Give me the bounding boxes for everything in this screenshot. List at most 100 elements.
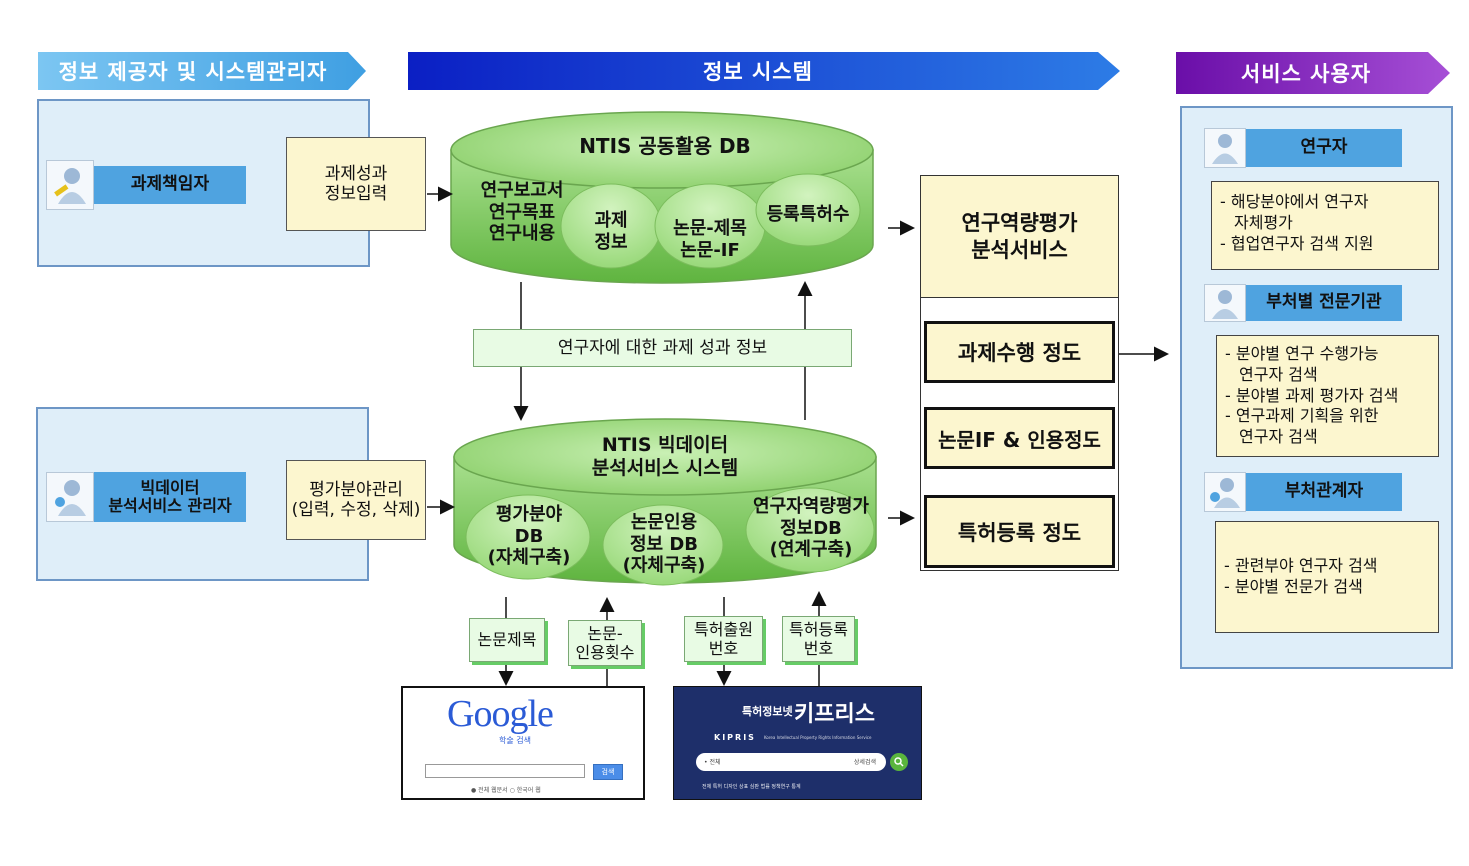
actor-bigdata-manager-label: 빅데이터 분석서비스 관리자 bbox=[94, 472, 246, 522]
center-header-label: 정보 시스템 bbox=[703, 60, 813, 84]
link-paper-citations-l1: 논문- bbox=[587, 623, 623, 643]
google-option-1[interactable]: ● 전체 웹문서 bbox=[471, 787, 508, 794]
link-patent-registration: 특허등록 번호 bbox=[782, 616, 855, 662]
person-manager-icon bbox=[46, 472, 94, 522]
db-bottom-item-competency-l1: 연구자역량평가 bbox=[753, 496, 869, 517]
person-pen-icon bbox=[46, 160, 94, 210]
kipris-brand: KIPRIS bbox=[714, 733, 756, 742]
right-header-label: 서비스 사용자 bbox=[1240, 62, 1372, 86]
db-top-item-project-l2: 정보 bbox=[594, 231, 628, 253]
kipris-link[interactable]: 특허 bbox=[712, 784, 722, 790]
kipris-link[interactable]: 상표 bbox=[739, 784, 749, 790]
kipris-link[interactable]: 법률 bbox=[760, 784, 770, 790]
user-agency: 부처별 전문기관 bbox=[1204, 284, 1402, 322]
google-logo: Google bbox=[447, 693, 554, 735]
db-top-item-project: 과제 정보 bbox=[571, 210, 651, 253]
db-bottom-item-competency-l3: (연계구축) bbox=[769, 539, 853, 561]
kipris-search-input[interactable]: • 전체 상세검색 bbox=[696, 753, 886, 771]
note1-line1: 과제성과 bbox=[324, 163, 388, 184]
kipris-link[interactable]: 전체 bbox=[702, 784, 712, 790]
link-paper-citations-l2: 인용횟수 bbox=[575, 643, 635, 662]
ntis-shared-db-cylinder bbox=[450, 111, 874, 284]
kipris-link[interactable]: 통계 bbox=[791, 784, 801, 790]
input-note-evaluation-field: 평가분야관리 (입력, 수정, 삭제) bbox=[286, 460, 426, 540]
kipris-screenshot: 특허정보넷 키프리스 KIPRIS Korea Intellectual Pro… bbox=[673, 686, 922, 800]
center-header-banner bbox=[408, 52, 1120, 90]
kipris-link[interactable]: 심판 bbox=[749, 784, 759, 790]
kipris-top-text: 특허정보넷 bbox=[742, 705, 793, 718]
service-title-l1: 연구역량평가 bbox=[961, 211, 1078, 236]
db-top-item-papers-l2: 논문-IF bbox=[680, 239, 740, 261]
kipris-link[interactable]: 디자인 bbox=[723, 784, 738, 790]
db-top-item-reports-l3: 연구내용 bbox=[488, 223, 556, 245]
db-bottom-item-competency: 연구자역량평가 정보DB (연계구축) bbox=[740, 496, 882, 561]
kipris-link[interactable]: 정책연구 bbox=[771, 784, 790, 790]
note2-line2: (입력, 수정, 삭제) bbox=[291, 500, 421, 520]
kipris-search-icon[interactable] bbox=[890, 753, 908, 771]
user-researcher-label: 연구자 bbox=[1246, 129, 1402, 167]
db-bottom-item-eval-l2: DB bbox=[514, 525, 544, 547]
user-agency-tasks: - 분야별 연구 수행가능 연구자 검색 - 분야별 과제 평가자 검색 - 연… bbox=[1216, 335, 1439, 457]
link-paper-title: 논문제목 bbox=[469, 618, 545, 662]
link-patent-registration-l2: 번호 bbox=[803, 639, 834, 658]
db-top-item-reports-l2: 연구목표 bbox=[488, 201, 556, 223]
db-top-item-project-l1: 과제 bbox=[594, 210, 628, 231]
agency-task-line: - 연구과제 기획을 위한 bbox=[1225, 406, 1379, 426]
google-search-button[interactable]: 검색 bbox=[593, 764, 623, 780]
google-options: ● 전체 웹문서 ○ 한국어 웹 bbox=[471, 785, 541, 794]
user-ministry-official: 부처관계자 bbox=[1204, 472, 1402, 512]
input-note-project-results: 과제성과 정보입력 bbox=[286, 137, 426, 231]
right-header-banner bbox=[1176, 52, 1450, 94]
researcher-project-info-label: 연구자에 대한 과제 성과 정보 bbox=[473, 329, 852, 367]
manager-line1: 빅데이터 bbox=[140, 477, 200, 497]
db-bottom-title-l2: 분석서비스 시스템 bbox=[591, 456, 739, 479]
actor-project-leader: 과제책임자 bbox=[46, 160, 246, 210]
db-bottom-item-eval-l1: 평가분야 bbox=[495, 504, 563, 525]
db-bottom-item-citation-l3: (자체구축) bbox=[622, 555, 706, 577]
db-top-item-reports: 연구보고서 연구목표 연구내용 bbox=[466, 180, 578, 245]
link-patent-registration-l1: 특허등록 bbox=[789, 619, 848, 639]
kipris-search-hint: 상세검색 bbox=[853, 759, 876, 766]
researcher-task-line: - 해당분야에서 연구자 bbox=[1220, 192, 1369, 211]
db-bottom-title: NTIS 빅데이터 분석서비스 시스템 bbox=[545, 434, 785, 480]
agency-task-line: - 분야별 과제 평가자 검색 bbox=[1225, 385, 1399, 405]
google-scholar-screenshot: Google 학술 검색 검색 ● 전체 웹문서 ○ 한국어 웹 bbox=[401, 686, 645, 800]
google-search-input[interactable] bbox=[425, 764, 585, 778]
google-scholar-sub: 학술 검색 bbox=[499, 736, 531, 745]
db-bottom-item-citation-l1: 논문인용 bbox=[630, 512, 698, 533]
link-patent-application-l2: 번호 bbox=[708, 639, 739, 658]
db-bottom-title-l1: NTIS 빅데이터 bbox=[601, 434, 729, 456]
user-agency-label: 부처별 전문기관 bbox=[1246, 285, 1402, 321]
link-patent-application-l1: 특허출원 bbox=[694, 619, 753, 639]
service-item-paper: 논문IF & 인용정도 bbox=[924, 407, 1115, 469]
db-top-item-patents: 등록특허수 bbox=[766, 204, 850, 225]
actor-project-leader-label: 과제책임자 bbox=[94, 166, 246, 204]
agency-task-line: - 분야별 연구 수행가능 bbox=[1225, 344, 1379, 363]
link-paper-citations: 논문- 인용횟수 bbox=[568, 620, 642, 666]
db-bottom-item-citation: 논문인용 정보 DB (자체구축) bbox=[605, 512, 723, 577]
kipris-links: 전체 특허 디자인 상표 심판 법률 정책연구 통계 bbox=[702, 783, 801, 790]
db-top-item-papers: 논문-제목 논문-IF bbox=[655, 218, 765, 261]
person-researcher-icon bbox=[1204, 128, 1246, 168]
person-agency-icon bbox=[1204, 284, 1246, 322]
db-top-title: NTIS 공동활용 DB bbox=[579, 134, 751, 158]
left-header-banner bbox=[38, 52, 366, 90]
service-item-project: 과제수행 정도 bbox=[924, 321, 1115, 383]
official-task-line: - 분야별 전문가 검색 bbox=[1224, 576, 1363, 596]
link-patent-application: 특허출원 번호 bbox=[684, 616, 763, 662]
note1-line2: 정보입력 bbox=[324, 184, 388, 204]
db-bottom-item-eval-l3: (자체구축) bbox=[487, 547, 571, 569]
ntis-bigdata-cylinder bbox=[453, 418, 877, 586]
kipris-logo: 키프리스 bbox=[794, 702, 875, 727]
official-task-line: - 관련부야 연구자 검색 bbox=[1224, 556, 1378, 575]
kipris-tagline: Korea Intellectual Property Rights Infor… bbox=[764, 735, 872, 740]
note2-line1: 평가분야관리 bbox=[309, 479, 403, 500]
db-top-item-papers-l1: 논문-제목 bbox=[673, 218, 747, 239]
db-bottom-item-citation-l2: 정보 DB bbox=[629, 533, 699, 555]
agency-task-line: 연구자 검색 bbox=[1239, 427, 1318, 447]
user-researcher: 연구자 bbox=[1204, 128, 1402, 168]
researcher-task-line: - 협업연구자 검색 지원 bbox=[1220, 233, 1374, 253]
google-option-2[interactable]: ○ 한국어 웹 bbox=[509, 787, 541, 794]
service-title-box: 연구역량평가 분석서비스 bbox=[921, 176, 1118, 298]
